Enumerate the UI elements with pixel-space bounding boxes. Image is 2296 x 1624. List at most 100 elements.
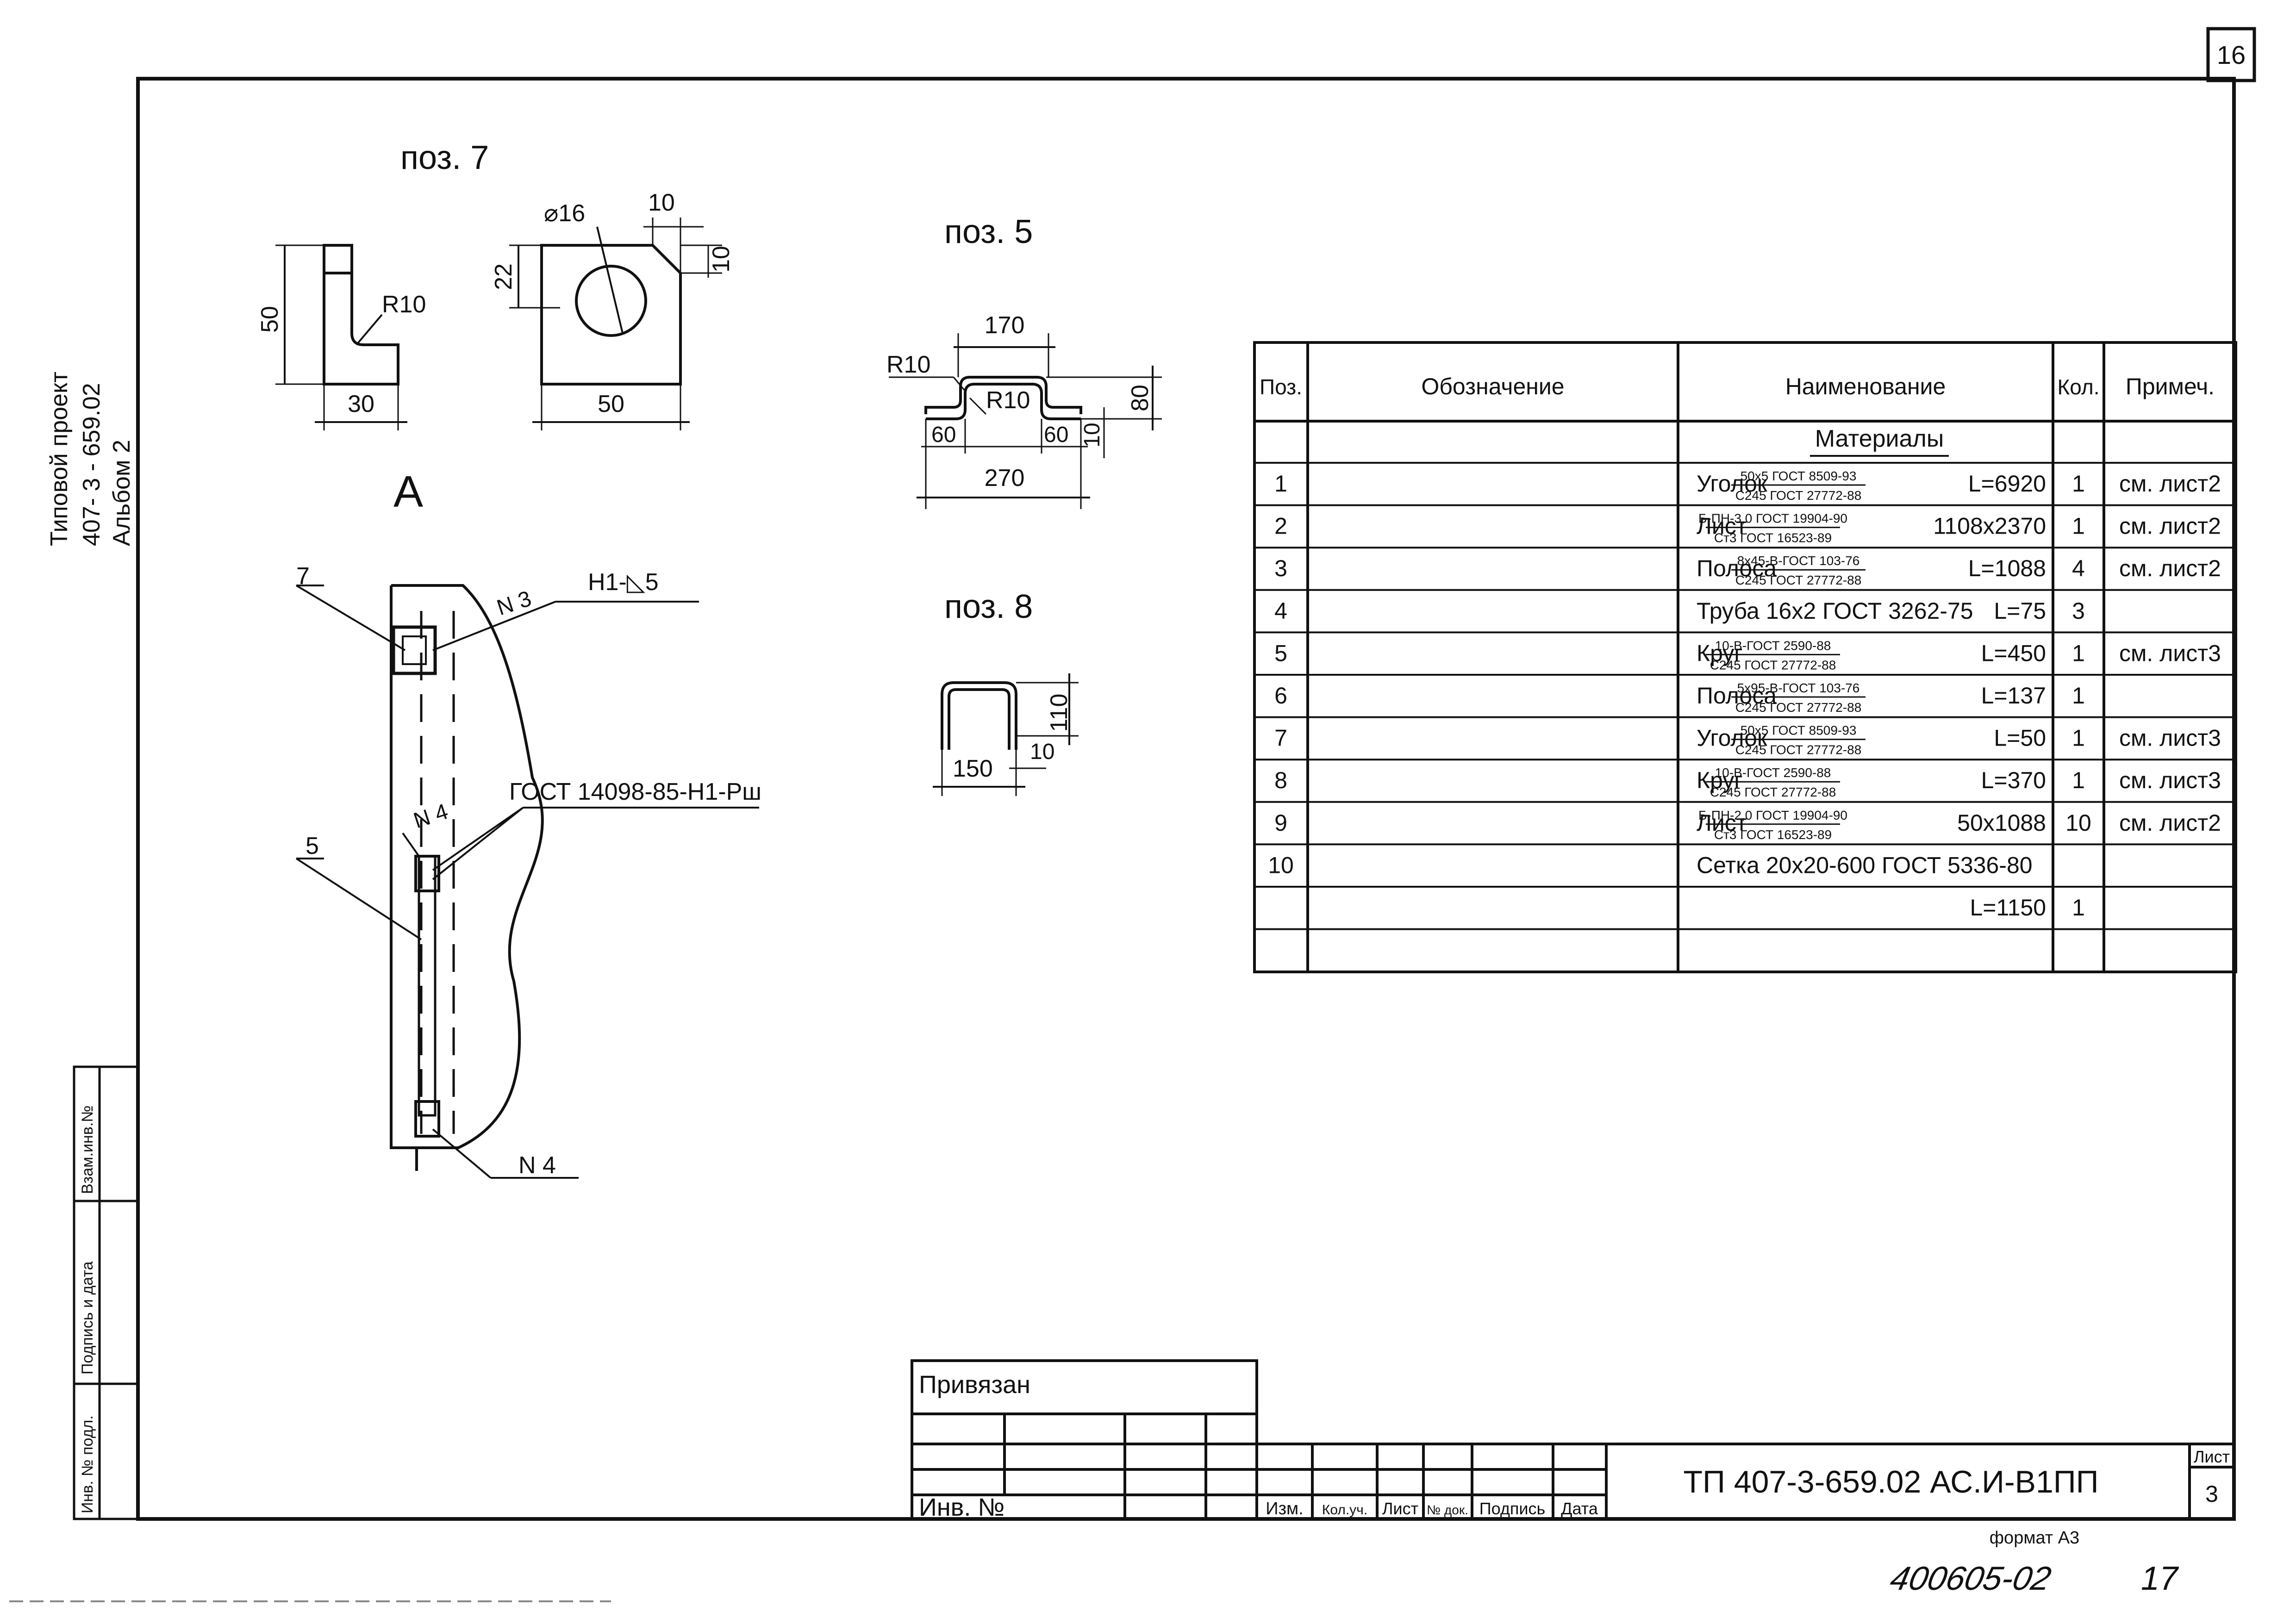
pos7-dim-50-width: 50 xyxy=(598,391,624,417)
view-a-drawing xyxy=(295,584,759,1179)
spec-cell-note: см. лист2 xyxy=(2119,471,2221,497)
view-a-label-h1: Н1-◺5 xyxy=(588,569,659,596)
spec-cell-pos: 5 xyxy=(1274,640,1287,666)
pos7-angle-side-view xyxy=(275,244,407,430)
pos7-title: поз. 7 xyxy=(400,139,489,176)
spec-cell-pos: 9 xyxy=(1274,810,1287,836)
pos5-dim-270: 270 xyxy=(985,465,1025,492)
pos5-title: поз. 5 xyxy=(944,213,1033,250)
tb-col-list: Лист xyxy=(1382,1499,1418,1518)
pos8-dim-150: 150 xyxy=(953,755,993,782)
spec-cell-grade-top: Б-ПН-2,0 ГОСТ 19904-90 xyxy=(1698,808,1847,822)
tb-col-data: Дата xyxy=(1561,1499,1598,1518)
spec-cell-size: L=137 xyxy=(1981,683,2046,709)
pos5-dim-r10-inner: R10 xyxy=(986,387,1030,414)
pos7-dim-22: 22 xyxy=(490,263,517,290)
spec-cell-name: Полоса xyxy=(1697,683,1777,709)
view-a-label-gost: ГОСТ 14098-85-Н1-Рш xyxy=(509,778,761,805)
podpis-label: Подпись и дата xyxy=(79,1261,96,1375)
spec-cell-grade-top: 50х5 ГОСТ 8509-93 xyxy=(1741,723,1857,738)
pos5-dim-80: 80 xyxy=(1127,385,1154,411)
tb-col-izm: Изм. xyxy=(1266,1499,1303,1518)
spec-cell-name: Круг xyxy=(1697,640,1743,666)
spec-cell-grade-top: 10-В-ГОСТ 2590-88 xyxy=(1715,765,1831,780)
spec-cell-grade-bottom: С245 ГОСТ 27772-88 xyxy=(1710,785,1836,799)
spec-cell-size: 1108х2370 xyxy=(1933,513,2046,539)
spec-cell-size: L=50 xyxy=(1994,725,2046,751)
view-a-label-7: 7 xyxy=(296,563,310,590)
handwritten-doc-number: 400605-02 xyxy=(1887,1560,2054,1597)
tb-format: формат А3 xyxy=(1990,1528,2079,1548)
spec-cell-grade-bottom: С245 ГОСТ 27772-88 xyxy=(1735,488,1862,503)
spec-cell-grade-bottom: С245 ГОСТ 27772-88 xyxy=(1735,743,1862,757)
spec-cell-grade-top: 5х95-В-ГОСТ 103-76 xyxy=(1737,681,1860,695)
tb-inv-no: Инв. № xyxy=(919,1493,1004,1521)
spec-cell-qty: 4 xyxy=(2072,555,2085,581)
spec-cell-qty: 1 xyxy=(2072,640,2085,666)
spec-cell-name: Лист xyxy=(1697,810,1747,836)
spec-cell-name: Уголок xyxy=(1697,725,1768,751)
pos7-dim-r10: R10 xyxy=(382,291,426,318)
spec-table: Поз. Обозначение Наименование Кол. Приме… xyxy=(1253,341,2237,973)
tb-list-label: Лист xyxy=(2194,1447,2230,1466)
spec-cell-grade-bottom: Ст3 ГОСТ 16523-89 xyxy=(1714,531,1832,545)
spec-section-title: Материалы xyxy=(1815,425,1944,452)
spec-cell-grade-top: Б-ПН-3,0 ГОСТ 19904-90 xyxy=(1698,511,1847,526)
spec-cell-pos: 2 xyxy=(1274,513,1287,539)
spec-cell-name: Полоса xyxy=(1697,555,1777,581)
spec-cell-grade-top: 8х45-В-ГОСТ 103-76 xyxy=(1737,554,1860,568)
spec-table-row: 10 Сетка 20х20-600 ГОСТ 5336-80 xyxy=(1268,852,2032,878)
spec-cell-grade-top: 10-В-ГОСТ 2590-88 xyxy=(1715,638,1831,653)
spec-cell-pos: 4 xyxy=(1274,598,1287,624)
pos5-dim-60-right: 60 xyxy=(1044,423,1068,447)
spec-cell-name: Сетка 20х20-600 ГОСТ 5336-80 xyxy=(1697,852,2033,878)
spec-cell-pos: 10 xyxy=(1268,852,1294,878)
spec-cell-note: см. лист3 xyxy=(2119,767,2221,793)
handwritten-page-number: 17 xyxy=(2141,1560,2179,1597)
view-a-label-n4-bottom: N 4 xyxy=(518,1152,556,1179)
spec-cell-grade-top: 50х5 ГОСТ 8509-93 xyxy=(1741,469,1857,483)
spec-header-naim: Наименование xyxy=(1785,373,1946,399)
pos8-dim-110: 110 xyxy=(1046,694,1073,732)
pos5-dim-170: 170 xyxy=(985,312,1025,339)
spec-cell-size: L=1150 xyxy=(1970,895,2046,921)
tb-col-no-dok: № док. xyxy=(1427,1503,1468,1517)
spec-cell-grade-bottom: С245 ГОСТ 27772-88 xyxy=(1735,573,1862,587)
spec-cell-pos: 7 xyxy=(1274,725,1287,751)
pos7-dim-d16: ⌀16 xyxy=(544,200,585,227)
vzam-label: Взам.инв.№ xyxy=(79,1105,96,1194)
spec-cell-grade-bottom: Ст3 ГОСТ 16523-89 xyxy=(1714,828,1832,842)
caption-line-3: Альбом 2 xyxy=(108,440,135,546)
pos8-dim-10: 10 xyxy=(1030,740,1054,764)
side-caption: Типовой проект xyxy=(46,372,73,546)
caption-line-1: Типовой проект xyxy=(46,372,73,546)
spec-cell-note: см. лист3 xyxy=(2119,640,2221,666)
spec-cell-qty: 1 xyxy=(2072,767,2085,793)
view-a-label-5: 5 xyxy=(306,833,319,859)
spec-cell-size: L=75 xyxy=(1994,598,2046,624)
view-a-title: А xyxy=(393,467,423,516)
spec-header-pos: Поз. xyxy=(1260,375,1302,399)
spec-cell-pos: 1 xyxy=(1274,471,1287,497)
pos5-dim-10: 10 xyxy=(1080,423,1104,447)
inv-podl-label: Инв. № подл. xyxy=(79,1415,96,1513)
title-block xyxy=(911,1359,2235,1520)
pos7-dim-30: 30 xyxy=(348,391,374,417)
pos7-plate-front-view xyxy=(509,218,722,430)
spec-cell-size: L=450 xyxy=(1981,640,2046,666)
tb-col-kol-uch: Кол.уч. xyxy=(1322,1502,1367,1518)
spec-header-prim: Примеч. xyxy=(2126,373,2215,399)
spec-cell-size: L=6920 xyxy=(1968,471,2046,497)
pos8-title: поз. 8 xyxy=(944,588,1033,625)
spec-cell-note: см. лист2 xyxy=(2119,555,2221,581)
tb-doc-code: ТП 407-3-659.02 АС.И-В1ПП xyxy=(1683,1464,2098,1500)
